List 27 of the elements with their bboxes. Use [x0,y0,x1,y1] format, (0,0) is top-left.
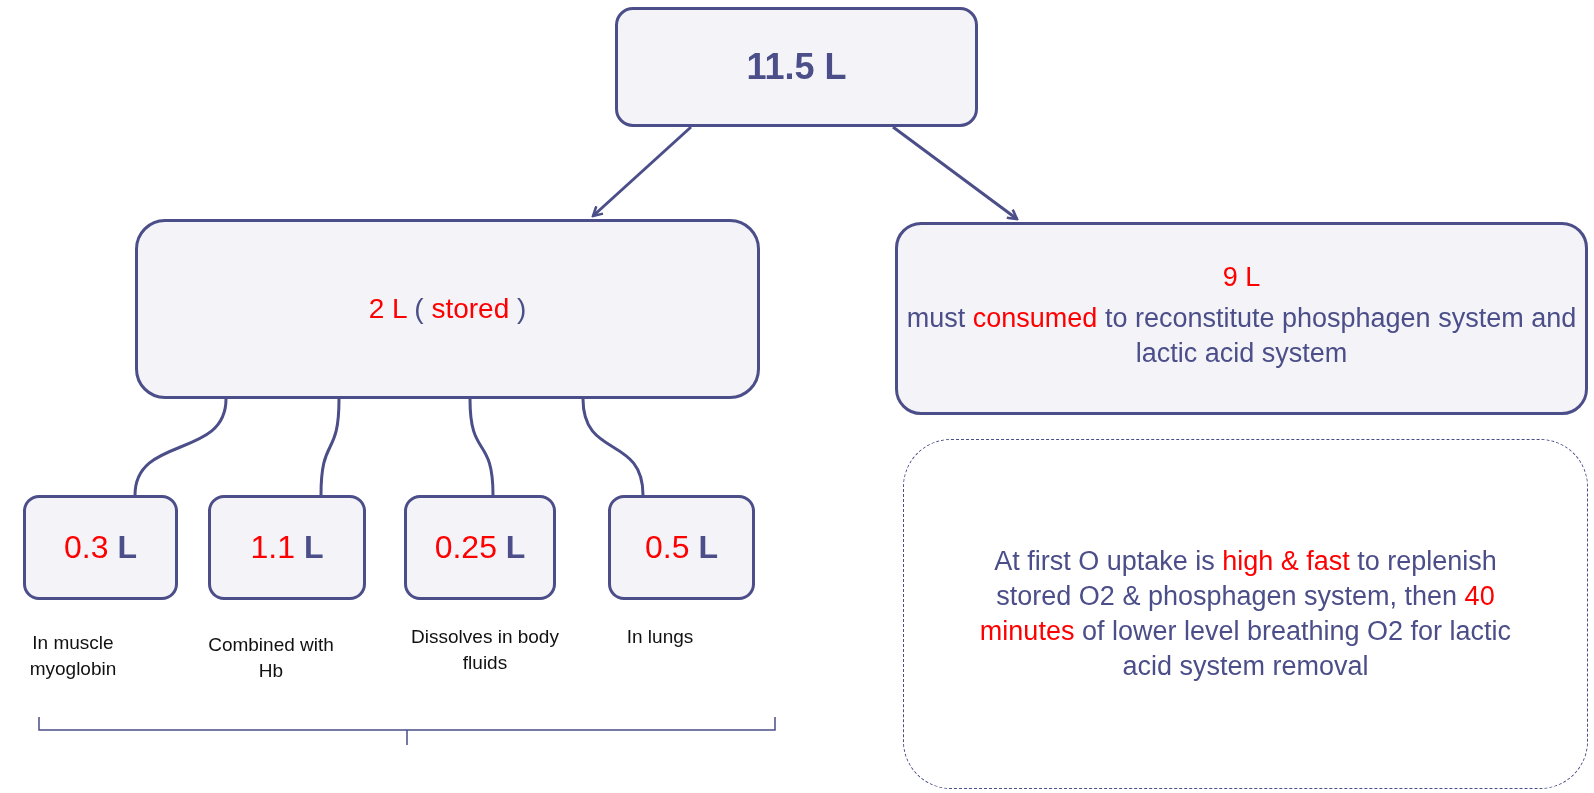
value-box [23,495,178,600]
connector-line [319,398,341,496]
caption-text: Combined with Hb [207,633,335,683]
box-text: 0.5 L [645,527,718,567]
box-text: 11.5 L [746,44,847,89]
box-text: 1.1 L [250,527,324,567]
box-text: At first O uptake is high & fast to replenish stored O2 & phosphagen system, then 40 minutes of lower level breathing O2 for lactic acid system removal [978,544,1513,684]
caption-text: Dissolves in body fluids [410,625,560,675]
value-box [615,7,978,127]
value-box [135,219,760,399]
arrow [591,125,692,218]
box-text: 2 L ( stored ) [368,291,527,326]
connector-line [468,398,495,496]
note-box [903,439,1588,789]
value-label: 9 L [1222,260,1261,294]
connector-line [581,398,645,496]
value-box [404,495,556,600]
caption-text: In lungs [625,625,695,649]
connector-line [133,398,228,496]
value-box [608,495,755,600]
caption-text: In muscle myoglobin [28,631,118,681]
box-text: 0.25 L [434,527,526,567]
value-box [208,495,366,600]
box-text: 0.3 L [64,527,137,567]
value-box [895,222,1588,415]
box-text: must consumed to reconstitute phosphagen system and lactic acid system [906,301,1577,371]
arrow [892,125,1019,221]
